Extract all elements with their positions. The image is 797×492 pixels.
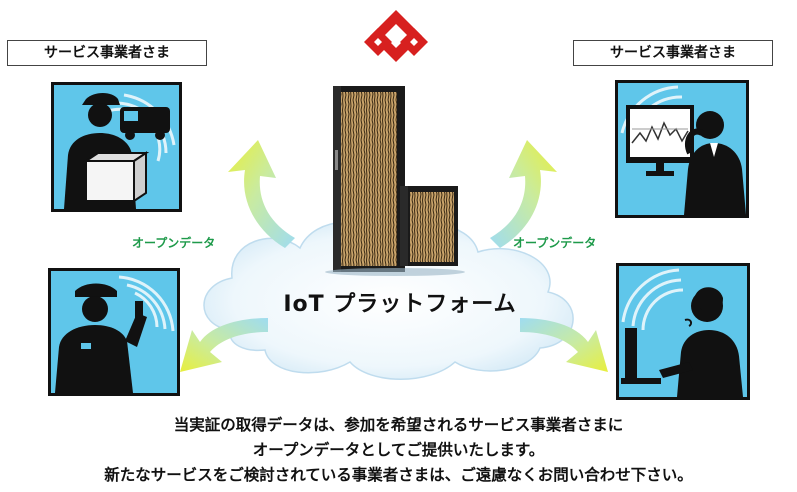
security-guard-icon — [51, 271, 177, 393]
analyst-monitor-icon — [618, 83, 746, 215]
panel-analyst — [615, 80, 749, 218]
red-diamond-logo-icon — [364, 10, 428, 62]
panel-guard — [48, 268, 180, 396]
arrow-upper-left — [228, 140, 295, 248]
call-operator-icon — [619, 266, 747, 397]
open-data-label-right: オープンデータ — [513, 234, 596, 251]
open-data-label-left: オープンデータ — [132, 234, 215, 251]
caption-line-2: オープンデータとしてご提供いたします。 — [0, 438, 797, 460]
provider-label-right: サービス事業者さま — [573, 40, 773, 66]
delivery-worker-icon — [54, 85, 179, 209]
arrow-upper-right — [490, 140, 557, 248]
panel-delivery — [51, 82, 182, 212]
provider-label-left: サービス事業者さま — [7, 40, 207, 66]
panel-operator — [616, 263, 750, 400]
caption-line-1: 当実証の取得データは、参加を希望されるサービス事業者さまに — [0, 413, 797, 435]
platform-title: IoT プラットフォーム — [250, 286, 550, 318]
caption-line-3: 新たなサービスをご検討されている事業者さまは、ご遠慮なくお問い合わせ下さい。 — [0, 463, 797, 485]
server-rack-icon — [325, 86, 465, 276]
